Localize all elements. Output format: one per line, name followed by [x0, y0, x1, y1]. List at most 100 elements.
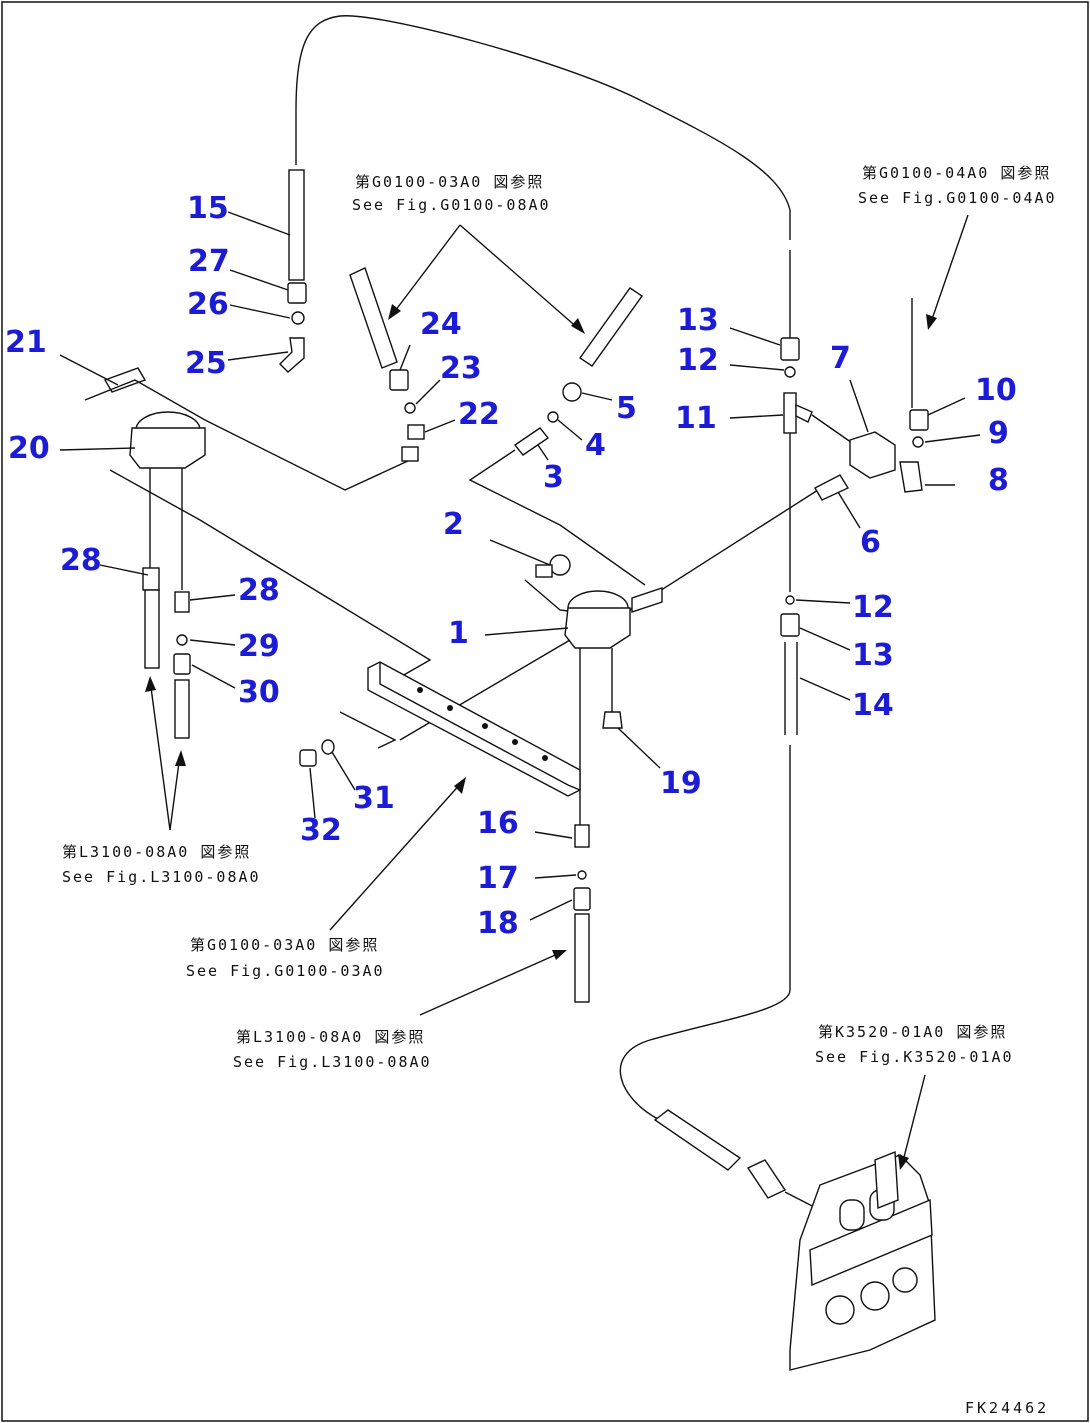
- ref-g0100-03a0-bottom-en: See Fig.G0100-03A0: [186, 962, 385, 980]
- leader-31: [331, 751, 356, 791]
- leader-9: [924, 434, 981, 443]
- leader-12b: [795, 599, 851, 604]
- block-7: [849, 431, 896, 479]
- arrowhead-ref1-a: [388, 304, 401, 320]
- arrow-ref4: [329, 781, 463, 931]
- hose-lower-sleeve: [653, 1109, 742, 1171]
- bolt-2: [535, 564, 553, 578]
- nut-10: [909, 409, 929, 431]
- label-7: 7: [830, 341, 851, 376]
- arrowhead-ref1-b: [571, 318, 585, 334]
- arrowhead-ref6: [898, 1154, 909, 1170]
- lower-unit-port-3: [892, 1267, 918, 1293]
- fitting-3: [513, 427, 550, 456]
- label-27: 27: [188, 244, 230, 279]
- label-25: 25: [185, 346, 227, 381]
- bracket-line-31: [339, 711, 397, 749]
- lower-unit-port-1: [825, 1295, 855, 1325]
- label-2: 2: [443, 507, 464, 542]
- ref-k3520-en: See Fig.K3520-01A0: [815, 1048, 1014, 1066]
- fitting-22a: [407, 424, 425, 440]
- ref-g0100-03a0-top-jp: 第G0100-03A0 図参照: [355, 173, 544, 191]
- ring-17: [577, 870, 587, 880]
- leader-13b: [799, 627, 851, 651]
- ref-g0100-04a0-en: See Fig.G0100-04A0: [858, 189, 1057, 207]
- label-29: 29: [238, 629, 280, 664]
- arrowhead-ref5: [552, 950, 567, 960]
- bracket-hole-3: [482, 723, 488, 729]
- leader-26: [229, 304, 291, 319]
- bracket-hole-1: [417, 687, 423, 693]
- nut-30: [173, 653, 191, 675]
- leader-13a: [729, 327, 781, 346]
- leader-16: [534, 831, 573, 839]
- label-14: 14: [852, 688, 894, 723]
- ref-l3100-lower-jp: 第L3100-08A0 図参照: [236, 1028, 425, 1046]
- bracket-line-20b: [109, 469, 432, 681]
- leader-12a: [729, 364, 785, 371]
- leader-15: [227, 211, 291, 236]
- nut-13-bottom: [780, 613, 800, 637]
- leader-4: [557, 419, 583, 441]
- label-5: 5: [616, 391, 637, 426]
- arrow-left-1: [149, 679, 171, 831]
- label-11: 11: [675, 401, 717, 436]
- label-13-top: 13: [677, 303, 719, 338]
- eye-2: [549, 554, 571, 576]
- leader-28a: [99, 564, 149, 576]
- fitting-22b: [401, 446, 419, 462]
- hose-28-left: [144, 589, 160, 669]
- label-15: 15: [187, 191, 229, 226]
- ring-12-top: [784, 366, 796, 378]
- label-24: 24: [420, 307, 462, 342]
- leader-24: [399, 344, 411, 371]
- label-6: 6: [860, 525, 881, 560]
- label-12-bottom: 12: [852, 590, 894, 625]
- leader-29: [189, 639, 236, 646]
- ref-l3100-left-jp: 第L3100-08A0 図参照: [62, 843, 251, 861]
- plug-19: [602, 711, 623, 729]
- arrow-ref2: [929, 214, 969, 326]
- leader-2: [489, 539, 551, 566]
- ring-26: [291, 311, 305, 325]
- arrow-ref6: [901, 1074, 926, 1166]
- lower-hose: [619, 745, 791, 1163]
- hose-upper-left: [349, 267, 398, 369]
- label-16: 16: [477, 806, 519, 841]
- hose-upper-mid: [579, 287, 643, 367]
- label-22: 22: [458, 397, 500, 432]
- leader-6: [837, 491, 861, 529]
- lower-unit-tab: [874, 1150, 899, 1210]
- leader-18: [529, 899, 573, 921]
- label-13-bottom: 13: [852, 638, 894, 673]
- arrow-ref1-b: [459, 224, 581, 331]
- label-32: 32: [300, 813, 342, 848]
- ref-g0100-03a0-top-en: See Fig.G0100-08A0: [352, 196, 551, 214]
- arrowhead-ref4: [454, 777, 466, 794]
- drawing-code: FK24462: [965, 1399, 1049, 1417]
- bracket-hole-2: [447, 705, 453, 711]
- ring-4: [547, 411, 559, 423]
- bracket-plate: [367, 661, 581, 797]
- label-4: 4: [585, 428, 606, 463]
- fitting-16: [574, 824, 590, 848]
- elbow-25: [279, 337, 305, 373]
- connector-21: [103, 367, 147, 393]
- label-3: 3: [543, 460, 564, 495]
- arrowhead-left-1: [145, 676, 156, 692]
- label-21: 21: [5, 325, 47, 360]
- label-23: 23: [440, 351, 482, 386]
- ref-l3100-left-en: See Fig.L3100-08A0: [62, 868, 261, 886]
- label-10: 10: [975, 373, 1017, 408]
- line-tee-7: [811, 414, 856, 446]
- arrowhead-left-2: [175, 750, 186, 766]
- eye-5: [562, 382, 582, 402]
- leader-21: [59, 354, 119, 386]
- hose-30: [174, 679, 190, 739]
- valve-1-body: [564, 607, 631, 649]
- leader-22: [424, 419, 456, 433]
- label-30: 30: [238, 675, 280, 710]
- label-19: 19: [660, 766, 702, 801]
- ring-12-bottom: [785, 595, 795, 605]
